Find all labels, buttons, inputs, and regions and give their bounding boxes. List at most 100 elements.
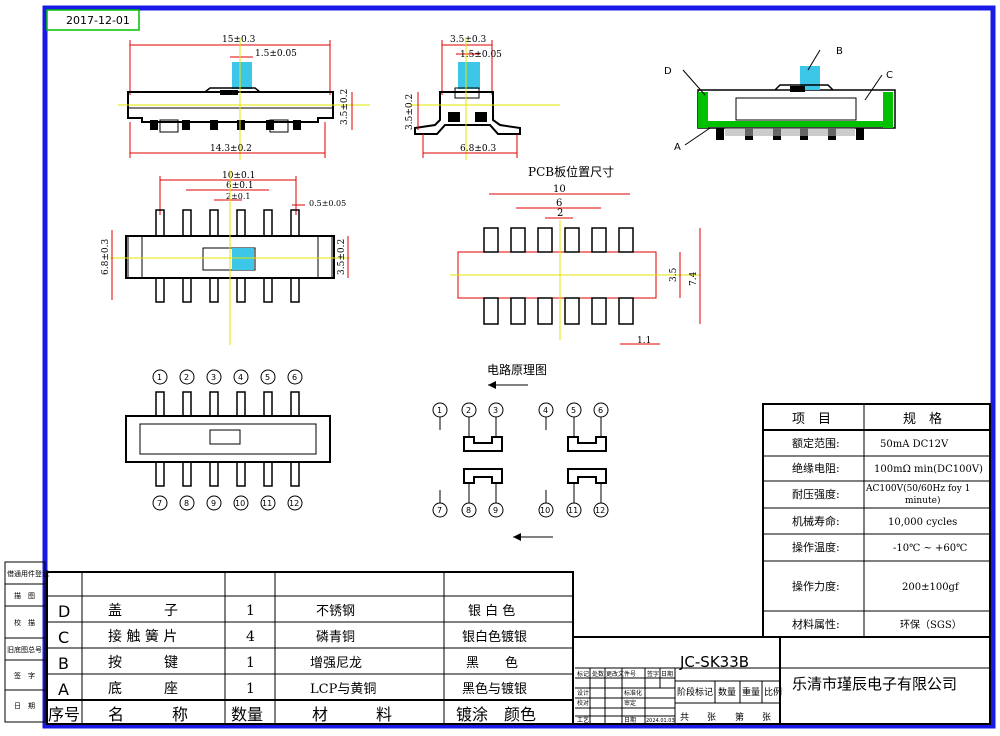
- svg-text:旧底图总号: 旧底图总号: [7, 645, 42, 654]
- svg-text:电路原理图: 电路原理图: [487, 362, 547, 377]
- svg-text:盖 子: 盖 子: [108, 603, 178, 619]
- svg-text:7.4: 7.4: [689, 271, 699, 286]
- svg-text:7: 7: [437, 506, 442, 515]
- svg-text:3.5: 3.5: [669, 267, 679, 282]
- svg-text:50mA DC12V: 50mA DC12V: [880, 439, 949, 450]
- circuit-diagram: 电路原理图 1 2 3 4 5 6 7 8 9 10 11 12: [432, 362, 609, 541]
- svg-text:100mΩ min(DC100V): 100mΩ min(DC100V): [874, 464, 983, 475]
- svg-text:磷青铜: 磷青铜: [316, 630, 355, 645]
- svg-text:-10℃ ~ +60℃: -10℃ ~ +60℃: [893, 543, 967, 554]
- svg-text:6: 6: [556, 198, 562, 209]
- svg-text:环保（SGS）: 环保（SGS）: [900, 618, 962, 631]
- svg-text:B: B: [836, 46, 843, 57]
- title-block: 标记 处数 更改文件号 签字 日期 设计 标准化 校对 审定 工艺 日期 202…: [572, 636, 991, 725]
- svg-text:5: 5: [571, 406, 576, 415]
- svg-text:8: 8: [466, 506, 471, 515]
- date-box: [46, 9, 140, 31]
- svg-text:数量: 数量: [718, 686, 736, 698]
- svg-text:D: D: [58, 602, 70, 621]
- svg-text:标记: 标记: [577, 670, 589, 678]
- sheet-border: [42, 5, 996, 729]
- svg-text:名 称: 名 称: [108, 705, 188, 724]
- svg-text:材料属性:: 材料属性:: [792, 617, 840, 631]
- svg-text:minute): minute): [905, 495, 940, 506]
- top-knob-highlight: [232, 248, 254, 270]
- svg-text:0.5±0.05: 0.5±0.05: [309, 199, 346, 208]
- svg-text:材 料: 材 料: [312, 705, 392, 724]
- svg-text:黑 色: 黑 色: [466, 655, 518, 671]
- svg-text:日期: 日期: [624, 716, 636, 724]
- svg-text:6±0.1: 6±0.1: [226, 181, 254, 191]
- svg-text:3.5±0.2: 3.5±0.2: [405, 94, 415, 130]
- svg-text:D: D: [664, 66, 672, 77]
- section-view: D B C A: [664, 46, 896, 153]
- svg-text:第 张: 第 张: [735, 711, 771, 723]
- pcb-layout: PCB板位置尺寸 10 6 2 3.5 7.4 1.1: [450, 164, 701, 346]
- svg-text:签字: 签字: [647, 670, 659, 678]
- svg-text:不锈钢: 不锈钢: [316, 604, 355, 619]
- svg-text:借通用件登记: 借通用件登记: [7, 569, 49, 578]
- spec-table: 项 目 规 格 额定范围: 50mA DC12V 绝缘电阻: 100mΩ min…: [762, 403, 991, 638]
- svg-text:A: A: [58, 680, 69, 699]
- svg-text:6: 6: [292, 373, 297, 382]
- svg-text:9: 9: [211, 499, 216, 508]
- svg-text:6.8±0.3: 6.8±0.3: [460, 144, 496, 154]
- knob-highlight: [232, 62, 252, 89]
- svg-text:1: 1: [246, 681, 255, 697]
- svg-text:6.8±0.3: 6.8±0.3: [101, 239, 111, 275]
- svg-text:C: C: [886, 70, 893, 81]
- svg-text:11: 11: [568, 506, 578, 515]
- svg-text:4: 4: [238, 373, 243, 382]
- bottom-view: 1 2 3 4 5 6 7 8 9 10 11 12: [125, 369, 331, 511]
- svg-text:比例: 比例: [764, 686, 782, 698]
- svg-text:9: 9: [493, 506, 498, 515]
- svg-text:12: 12: [595, 506, 605, 515]
- svg-text:银 白 色: 银 白 色: [468, 603, 515, 619]
- svg-text:更改文件号: 更改文件号: [606, 670, 636, 678]
- svg-text:黑色与镀银: 黑色与镀银: [462, 681, 527, 697]
- left-strip: 借通用件登记 描 图 校 描 旧底图总号 签 字 日 期: [4, 561, 49, 723]
- svg-text:10±0.1: 10±0.1: [222, 171, 255, 181]
- svg-text:4: 4: [543, 406, 548, 415]
- svg-text:机械寿命:: 机械寿命:: [792, 514, 840, 528]
- side-view: 3.5±0.3 1.5±0.05 3.5±0.2 6.8±0.3: [405, 35, 560, 160]
- svg-text:1: 1: [437, 406, 442, 415]
- svg-text:处数: 处数: [592, 670, 604, 678]
- svg-text:10,000 cycles: 10,000 cycles: [888, 517, 957, 528]
- svg-text:标准化: 标准化: [624, 689, 642, 697]
- svg-text:绝缘电阻:: 绝缘电阻:: [792, 461, 840, 475]
- svg-text:日 期: 日 期: [14, 702, 35, 710]
- svg-text:3.5±0.2: 3.5±0.2: [340, 89, 350, 125]
- svg-text:12: 12: [289, 499, 299, 508]
- svg-text:操作温度:: 操作温度:: [792, 540, 840, 554]
- svg-text:7: 7: [157, 499, 162, 508]
- svg-text:增强尼龙: 增强尼龙: [310, 656, 362, 671]
- svg-text:描 图: 描 图: [14, 591, 35, 600]
- svg-text:14.3±0.2: 14.3±0.2: [210, 144, 252, 154]
- svg-text:PCB板位置尺寸: PCB板位置尺寸: [528, 164, 614, 179]
- svg-text:15±0.3: 15±0.3: [222, 35, 256, 45]
- svg-text:1: 1: [246, 655, 255, 671]
- svg-text:共 张: 共 张: [680, 712, 716, 723]
- svg-text:乐清市瑾辰电子有限公司: 乐清市瑾辰电子有限公司: [792, 675, 957, 693]
- front-view: 15±0.3 1.5±0.05 3.5±0.2 14.3±0.2: [118, 35, 370, 160]
- date-label: 2017-12-01: [66, 14, 130, 27]
- svg-text:校对: 校对: [577, 699, 589, 707]
- svg-text:1: 1: [157, 373, 162, 382]
- svg-text:10: 10: [540, 506, 550, 515]
- svg-text:操作力度:: 操作力度:: [792, 579, 840, 593]
- svg-text:2: 2: [466, 406, 471, 415]
- svg-text:200±100gf: 200±100gf: [902, 582, 960, 593]
- svg-text:额定范围:: 额定范围:: [792, 436, 840, 450]
- svg-text:A: A: [674, 142, 681, 153]
- svg-text:2: 2: [557, 208, 563, 219]
- svg-text:签 字: 签 字: [14, 671, 35, 680]
- svg-text:3.5±0.3: 3.5±0.3: [450, 35, 486, 45]
- svg-text:底 座: 底 座: [108, 681, 178, 697]
- section-knob-highlight: [800, 66, 820, 90]
- svg-text:LCP与黄铜: LCP与黄铜: [310, 682, 376, 697]
- svg-text:日期: 日期: [661, 670, 673, 678]
- svg-text:B: B: [58, 654, 69, 673]
- svg-text:8: 8: [184, 499, 189, 508]
